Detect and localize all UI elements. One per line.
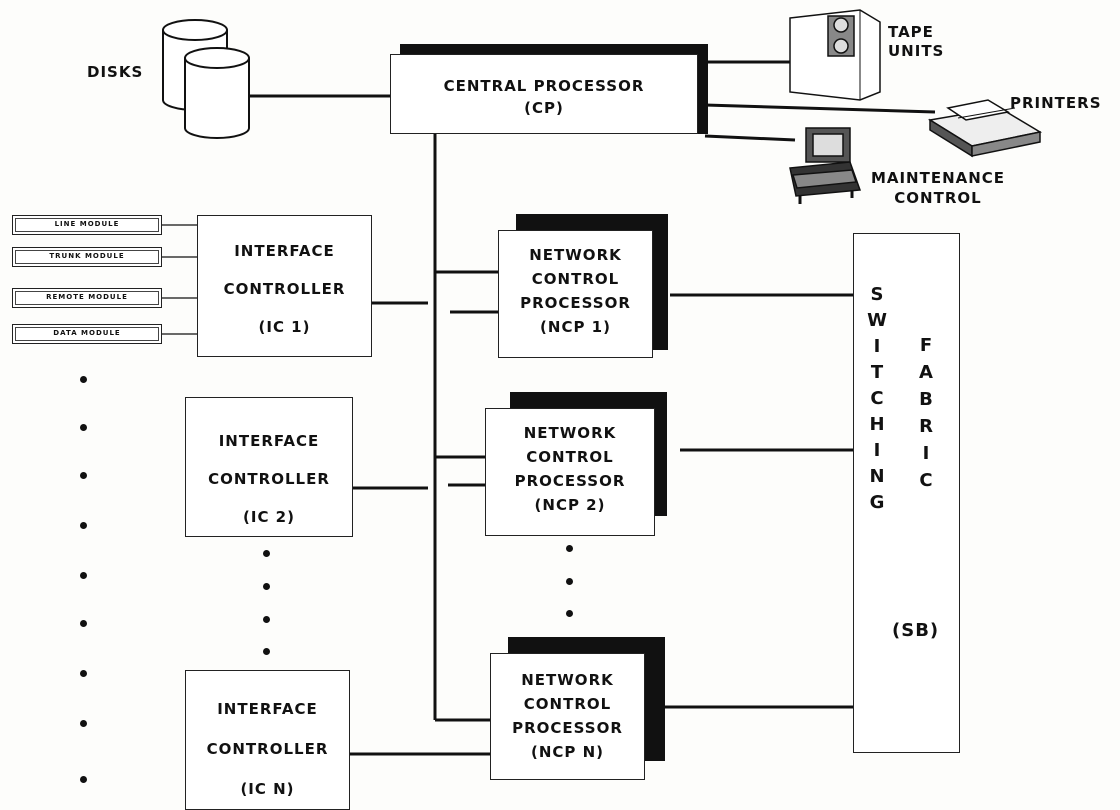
- data-module: DATA MODULE: [12, 324, 162, 344]
- tape-units-icon: [790, 10, 880, 100]
- ncp-line3: PROCESSOR: [499, 291, 652, 315]
- ncp-line3: PROCESSOR: [486, 469, 654, 493]
- central-processor-label: CENTRAL PROCESSOR (CP): [391, 75, 697, 119]
- ncp-line1: NETWORK: [499, 243, 652, 267]
- network-control-processor-2: NETWORK CONTROL PROCESSOR (NCP 2): [485, 408, 655, 536]
- maintenance-control-label: MAINTENANCE CONTROL: [862, 168, 1014, 208]
- ellipsis-dot: [80, 424, 87, 431]
- ic-id: (IC N): [186, 769, 349, 809]
- ellipsis-dot: [80, 620, 87, 627]
- network-control-processor-n: NETWORK CONTROL PROCESSOR (NCP N): [490, 653, 645, 780]
- switching-fabric-box: S W I T C H I N G F A B R I C (SB): [853, 233, 960, 753]
- network-control-processor-1: NETWORK CONTROL PROCESSOR (NCP 1): [498, 230, 653, 358]
- ellipsis-dot: [80, 670, 87, 677]
- ic-id: (IC 1): [198, 308, 371, 346]
- ic-line1: INTERFACE: [186, 689, 349, 729]
- interface-controller-n: INTERFACE CONTROLLER (IC N): [185, 670, 350, 810]
- ellipsis-dot: [263, 616, 270, 623]
- interface-controller-1: INTERFACE CONTROLLER (IC 1): [197, 215, 372, 357]
- ncp-line1: NETWORK: [491, 668, 644, 692]
- fabric-label: F A B R I C: [912, 332, 940, 494]
- remote-module: REMOTE MODULE: [12, 288, 162, 308]
- tape-units-label: TAPE UNITS: [888, 23, 944, 61]
- ellipsis-dot: [566, 545, 573, 552]
- ic-line2: CONTROLLER: [186, 729, 349, 769]
- ncp-line3: PROCESSOR: [491, 716, 644, 740]
- ellipsis-dot: [80, 522, 87, 529]
- ellipsis-dot: [566, 578, 573, 585]
- ncp-line2: CONTROL: [486, 445, 654, 469]
- ic-line2: CONTROLLER: [198, 270, 371, 308]
- central-processor-box: CENTRAL PROCESSOR (CP): [390, 54, 698, 134]
- ic-line2: CONTROLLER: [186, 460, 352, 498]
- interface-controller-2: INTERFACE CONTROLLER (IC 2): [185, 397, 353, 537]
- ncp-line2: CONTROL: [499, 267, 652, 291]
- ellipsis-dot: [263, 648, 270, 655]
- ellipsis-dot: [80, 376, 87, 383]
- ellipsis-dot: [80, 572, 87, 579]
- ncp-id: (NCP 2): [486, 493, 654, 517]
- ncp-id: (NCP 1): [499, 315, 652, 339]
- switching-label: S W I T C H I N G: [864, 282, 890, 516]
- ic-id: (IC 2): [186, 498, 352, 536]
- ellipsis-dot: [263, 583, 270, 590]
- ncp-id: (NCP N): [491, 740, 644, 764]
- ic-line1: INTERFACE: [186, 422, 352, 460]
- ncp-line1: NETWORK: [486, 421, 654, 445]
- ncp-line2: CONTROL: [491, 692, 644, 716]
- line-module: LINE MODULE: [12, 215, 162, 235]
- ellipsis-dot: [566, 610, 573, 617]
- ic-line1: INTERFACE: [198, 232, 371, 270]
- ellipsis-dot: [80, 776, 87, 783]
- trunk-module: TRUNK MODULE: [12, 247, 162, 267]
- terminal-icon: [790, 128, 860, 204]
- switching-fabric-abbr: (SB): [892, 620, 939, 641]
- disks-icon: [163, 20, 249, 138]
- ellipsis-dot: [263, 550, 270, 557]
- ellipsis-dot: [80, 720, 87, 727]
- printers-label: PRINTERS: [1010, 94, 1102, 112]
- ellipsis-dot: [80, 472, 87, 479]
- disks-label: DISKS: [87, 63, 143, 81]
